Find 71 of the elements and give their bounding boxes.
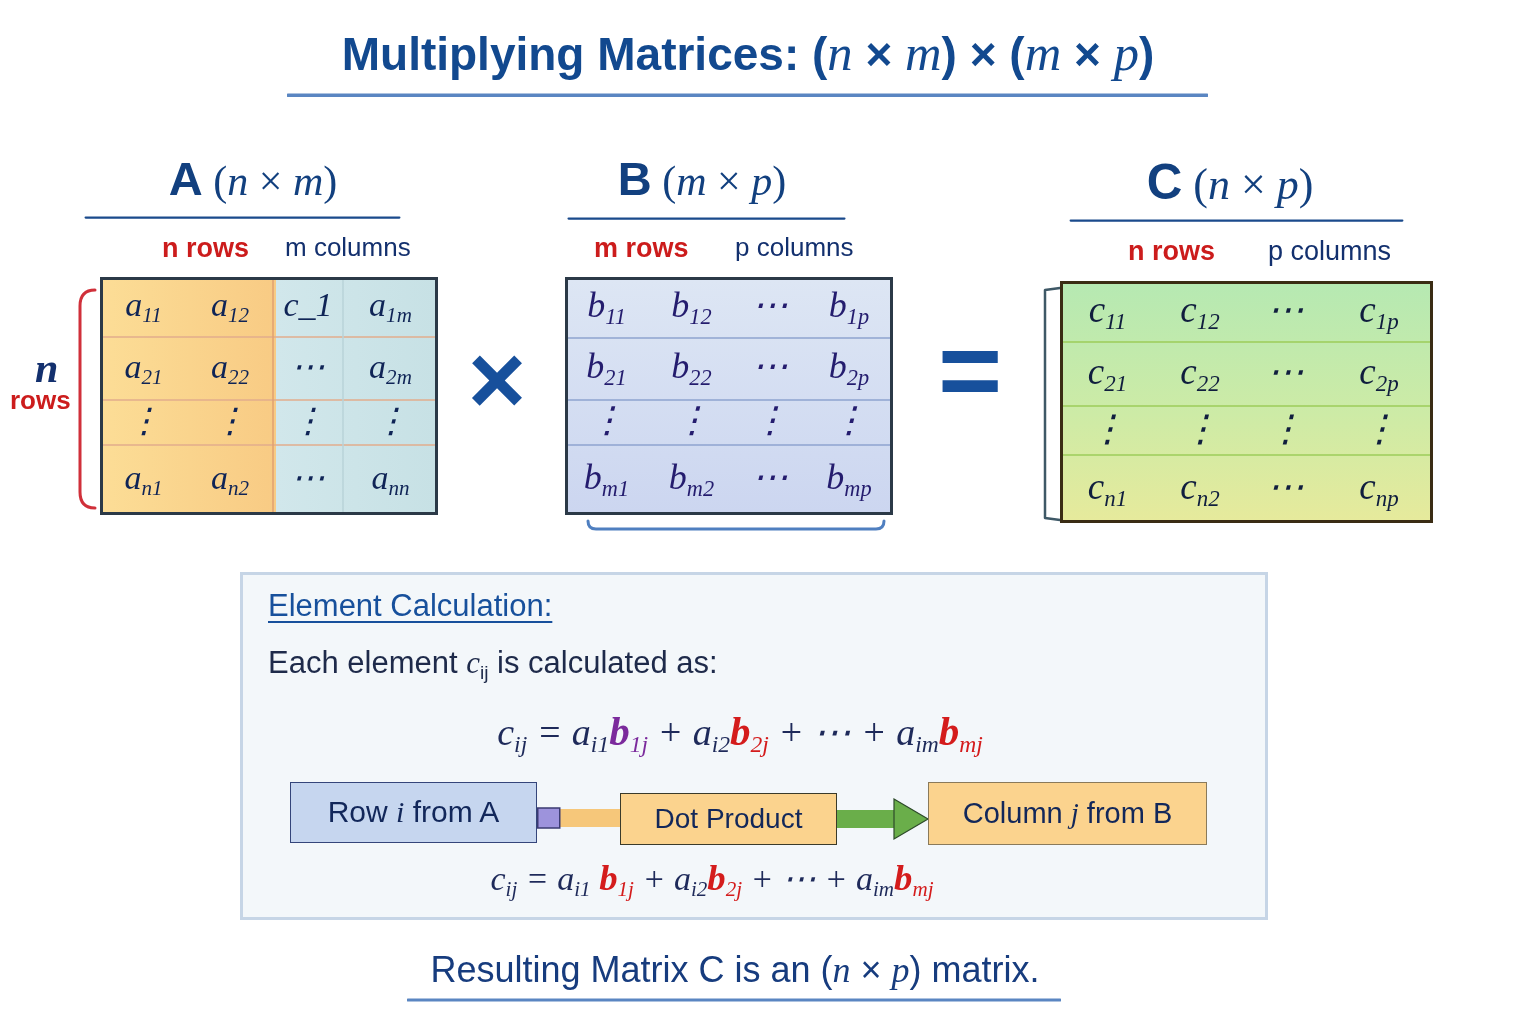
ellipsis: ⋮	[588, 398, 625, 442]
ellipsis: ⋯	[752, 283, 788, 327]
ellipsis: ⋮	[373, 400, 408, 441]
ellipsis: ⋮	[291, 400, 325, 441]
ellipsis: ⋮	[673, 398, 710, 442]
matrix-entry: a$_{2m}$	[369, 346, 412, 391]
process-box: Column j from B	[928, 782, 1207, 845]
ellipsis: ⋮	[752, 398, 788, 442]
matrix-entry: c$_{n2}$	[1180, 464, 1220, 513]
matrix-entry: c$_{21}$	[1087, 349, 1128, 398]
ellipsis: ⋯	[1266, 349, 1304, 394]
title: Multiplying Matrices: (n × m) × (m × p)	[341, 24, 1155, 83]
matrix-entry: b$_{22}$	[671, 345, 712, 393]
matrix-heading: C (n × p)	[1146, 154, 1314, 211]
ellipsis: ⋮	[1089, 406, 1126, 451]
matrix-entry: c$_{np}$	[1359, 464, 1399, 513]
multiplication-sign: ×	[467, 322, 527, 437]
ellipsis: ⋮	[1181, 406, 1219, 451]
matrix-entry: c$_{12}$	[1180, 287, 1220, 336]
equals-sign: =	[937, 307, 1003, 433]
matrix-entry: a$_{1m}$	[369, 284, 412, 329]
matrix-heading: A (n × m)	[168, 152, 338, 207]
ellipsis: ⋯	[291, 346, 325, 387]
matrix-entry: a$_{n1}$	[124, 457, 163, 502]
ellipsis: ⋮	[213, 400, 247, 441]
matrix-heading: B (m × p)	[617, 152, 787, 207]
matrix-entry: b$_{1p}$	[828, 283, 870, 331]
ellipsis: ⋮	[126, 400, 161, 441]
matrix-entry: c$_{11}$	[1088, 287, 1127, 336]
ellipsis: ⋯	[1266, 464, 1304, 509]
ellipsis: ⋮	[831, 398, 867, 442]
process-box: Row i from A	[290, 782, 537, 843]
matrix-entry: c_1	[283, 284, 333, 325]
matrix-entry: c$_{1p}$	[1359, 287, 1399, 336]
ellipsis: ⋯	[752, 345, 788, 389]
calculation-panel	[240, 572, 1268, 920]
description-text: Each element c$_{ij}$ is calculated as:	[268, 645, 718, 681]
ellipsis: ⋮	[1266, 406, 1304, 451]
matrix-entry: a$_{11}$	[125, 284, 162, 329]
matrix-entry: c$_{22}$	[1180, 349, 1220, 398]
column-count-label: p columns	[735, 233, 854, 263]
row-count-label: n rows	[1128, 236, 1215, 268]
matrix-entry: b$_{11}$	[587, 283, 626, 331]
matrix-entry: b$_{12}$	[671, 283, 712, 331]
matrix-entry: a$_{21}$	[124, 346, 163, 391]
connector-bar	[537, 807, 620, 829]
formula: c$_{ij}$ = a$_{i1}$b$_{1j}$ + a$_{i2}$b$_{2j}$ + ⋯ + a$_{im}$b$_{mj}$	[497, 708, 983, 756]
row-count-label: m rows	[594, 233, 689, 265]
matrix-entry: b$_{2p}$	[828, 345, 870, 393]
process-box: Dot Product	[620, 793, 837, 845]
arrow	[837, 798, 929, 840]
matrix-entry: a$_{n2}$	[210, 457, 250, 502]
matrix-entry: b$_{m1}$	[583, 456, 630, 504]
ellipsis: ⋯	[291, 457, 325, 498]
matrix-entry: a$_{12}$	[210, 284, 250, 329]
matrix-entry: b$_{m2}$	[668, 456, 715, 504]
column-count-label: m columns	[285, 233, 411, 263]
matrix-entry: c$_{2p}$	[1359, 349, 1399, 398]
row-count-label: n rows	[162, 233, 249, 265]
ellipsis: ⋮	[1360, 406, 1398, 451]
ellipsis: ⋯	[752, 456, 788, 500]
ellipsis: ⋯	[1266, 287, 1304, 332]
matrix-entry: b$_{mp}$	[826, 456, 872, 504]
section-heading: Element Calculation:	[268, 588, 553, 624]
matrix-entry: a$_{22}$	[210, 346, 250, 391]
matrix-entry: c$_{n1}$	[1087, 464, 1128, 513]
formula: c$_{ij}$ = a$_{i1}$ b$_{1j}$ + a$_{i2}$b$_{2j}$ + ⋯ + a$_{im}$b$_{mj}$	[490, 857, 934, 900]
caption: Resulting Matrix C is an (n × p) matrix.	[430, 949, 1040, 992]
matrix-entry: a$_{nn}$	[371, 457, 410, 502]
column-count-label: p columns	[1268, 236, 1392, 268]
matrix-entry: b$_{21}$	[586, 345, 627, 393]
